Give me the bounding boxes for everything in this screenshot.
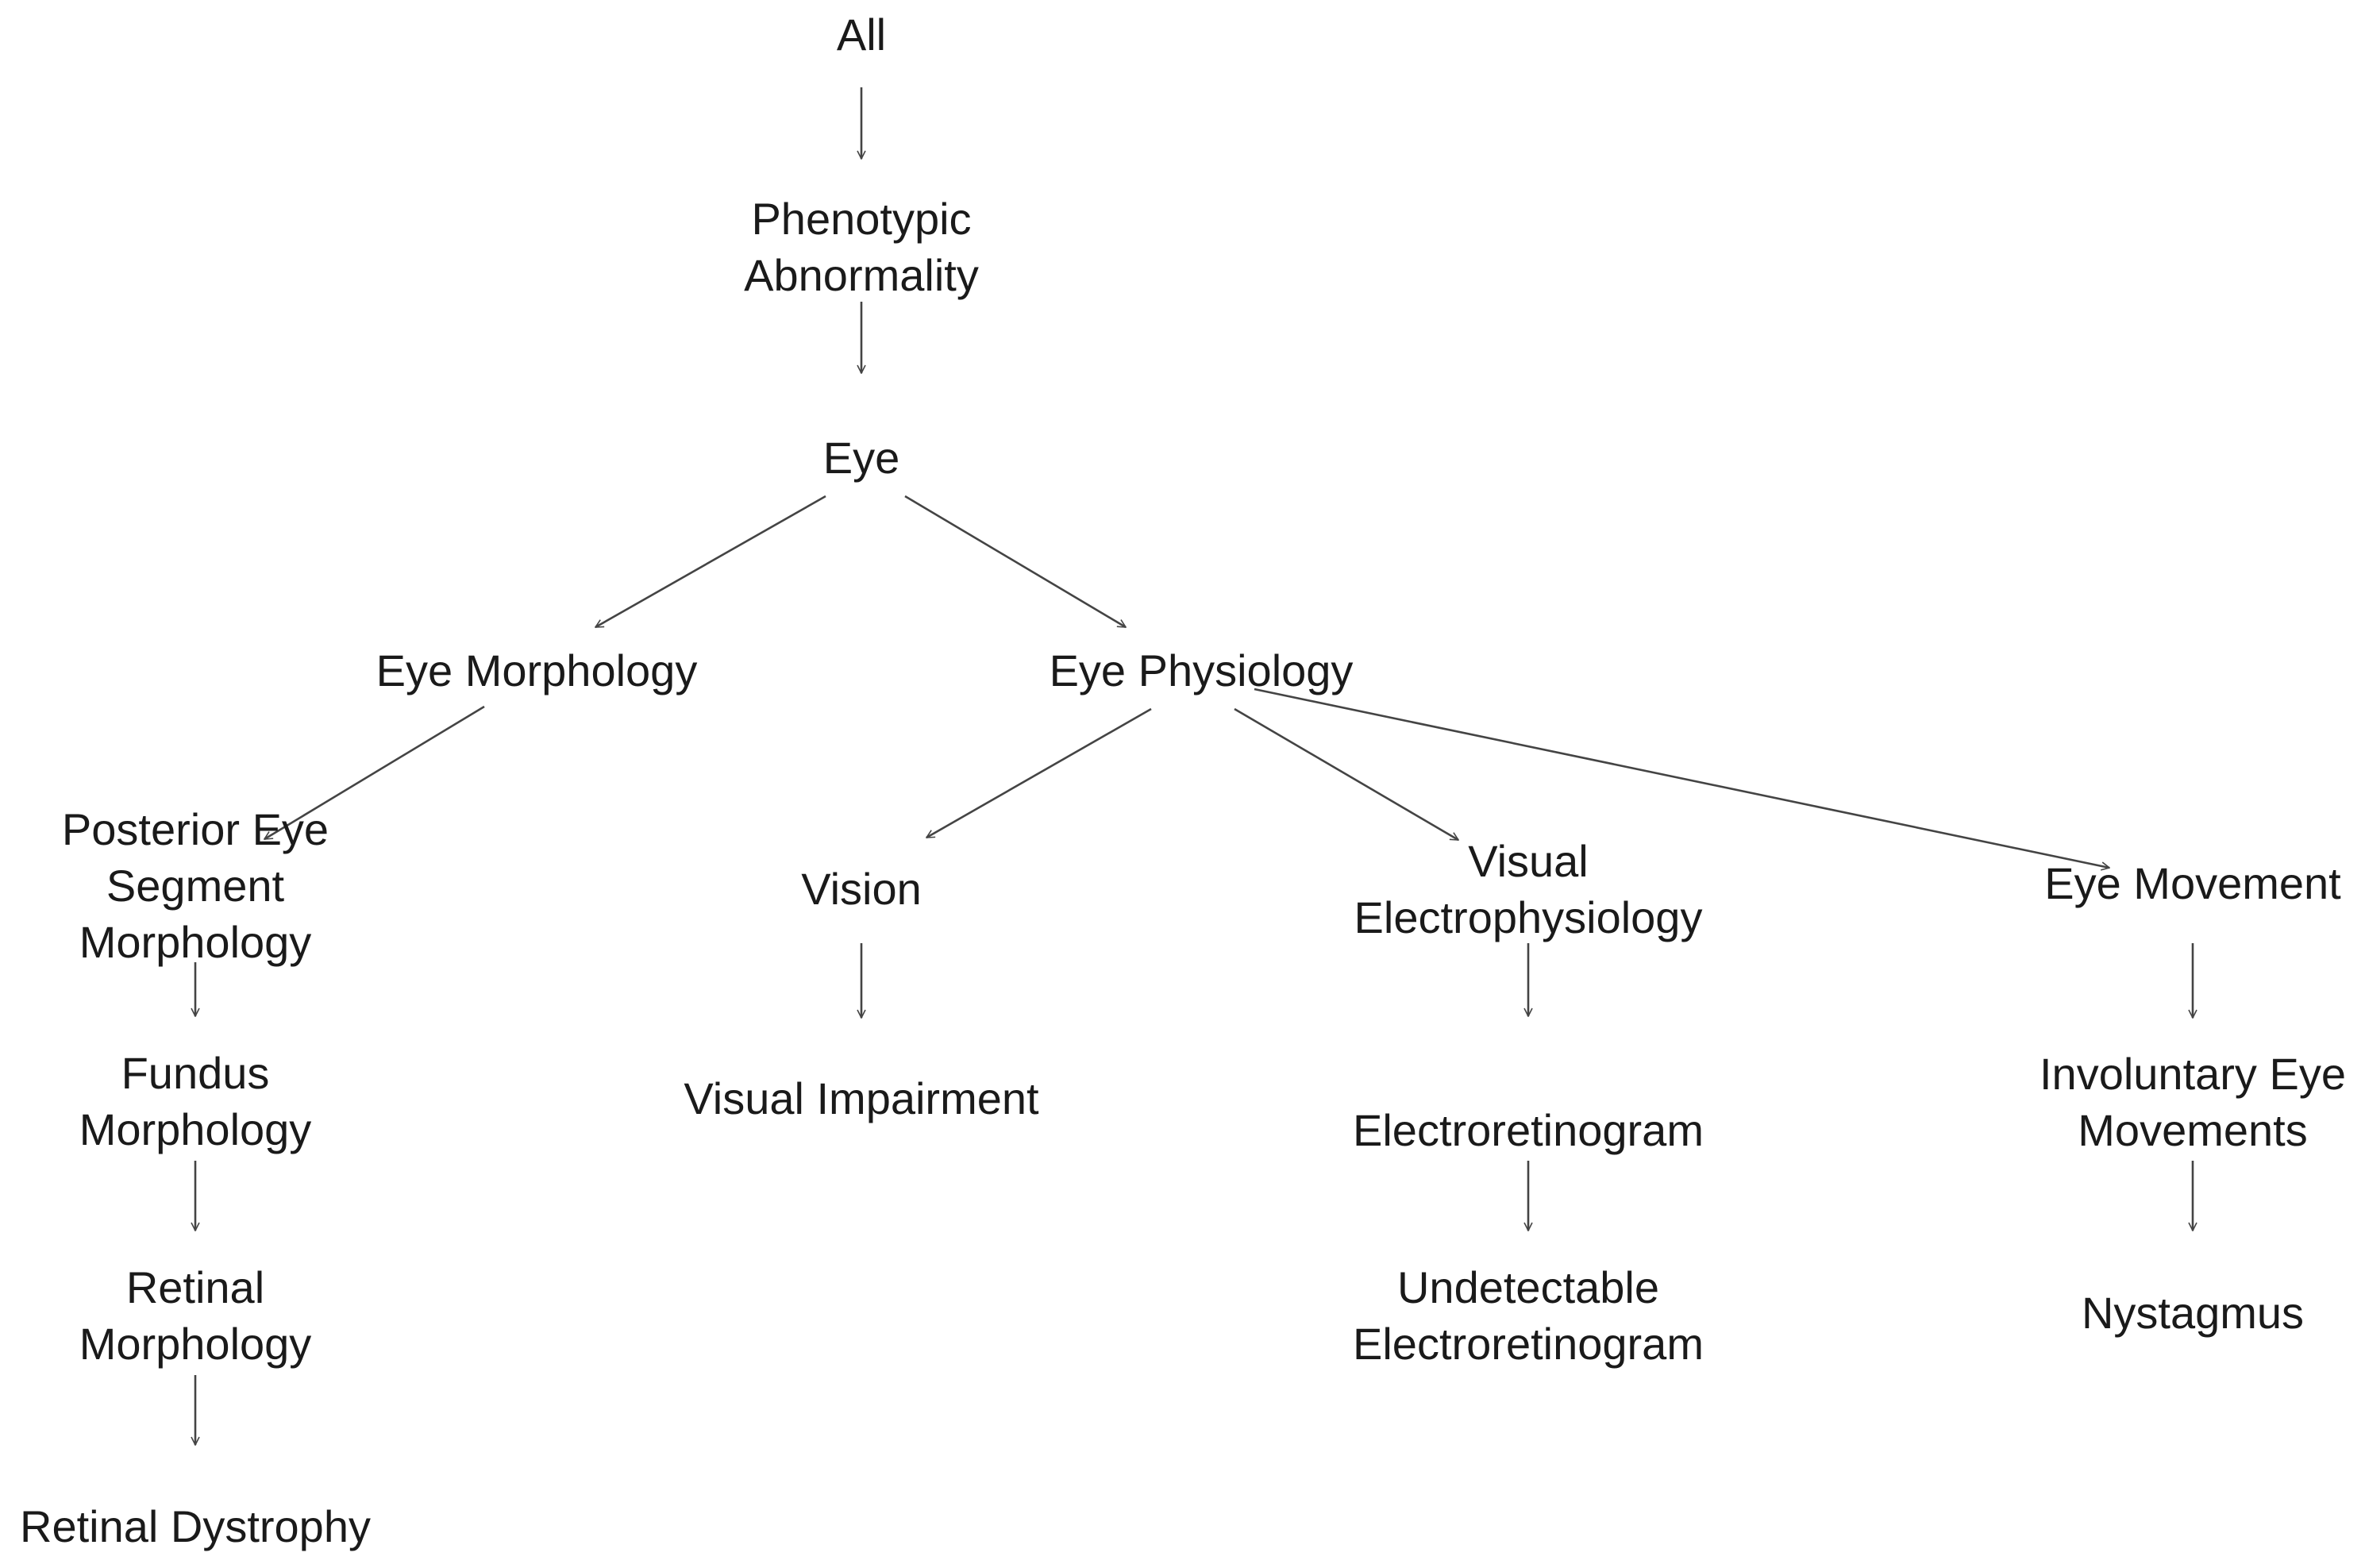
edge-eye-to-eye-physiology — [904, 495, 1126, 629]
node-label-line: Eye Movement — [2044, 858, 2341, 908]
node-eye-movement: Eye Movement — [2044, 858, 2341, 908]
node-label-line: Movements — [2078, 1105, 2307, 1155]
node-label-line: Electrophysiology — [1354, 892, 1703, 942]
edge-eye-physiology-to-visual-electrophysiology — [1234, 707, 1458, 842]
node-label-line: Posterior Eye — [62, 804, 329, 854]
node-all: All — [837, 10, 886, 60]
node-label-line: Abnormality — [744, 250, 979, 300]
node-eye-physiology: Eye Physiology — [1050, 645, 1354, 695]
node-vision: Vision — [801, 864, 922, 914]
node-label-line: Morphology — [79, 917, 312, 967]
node-retinal-dystrophy: Retinal Dystrophy — [20, 1501, 371, 1551]
node-label-line: Morphology — [79, 1319, 312, 1369]
node-label-line: Electroretinogram — [1353, 1105, 1704, 1155]
node-label-line: Electroretinogram — [1353, 1319, 1704, 1369]
node-eye-morphology: Eye Morphology — [376, 645, 698, 695]
node-visual-impairment: Visual Impairment — [684, 1073, 1039, 1123]
edge-eye-physiology-to-vision — [926, 707, 1152, 839]
node-label-line: Eye Physiology — [1050, 645, 1354, 695]
node-label-line: Undetectable — [1397, 1262, 1659, 1312]
node-label-line: Visual — [1468, 836, 1589, 886]
node-label-line: Phenotypic — [751, 194, 971, 244]
node-label-line: Eye Morphology — [376, 645, 698, 695]
node-label-line: Retinal Dystrophy — [20, 1501, 371, 1551]
node-label-line: Vision — [801, 864, 922, 914]
node-label-line: Visual Impairment — [684, 1073, 1039, 1123]
node-electroretinogram: Electroretinogram — [1353, 1105, 1704, 1155]
edge-eye-physiology-to-eye-movement — [1254, 688, 2109, 868]
node-label-line: Eye — [823, 433, 900, 483]
edge-eye-morphology-to-posterior-eye-segment-morphology — [264, 705, 485, 841]
edge-eye-to-eye-morphology — [595, 495, 826, 629]
node-nystagmus: Nystagmus — [2082, 1288, 2304, 1338]
node-label-line: Retinal — [126, 1262, 264, 1312]
node-label-line: Nystagmus — [2082, 1288, 2304, 1338]
node-label-line: Fundus — [121, 1048, 270, 1098]
node-eye: Eye — [823, 433, 900, 483]
node-label-line: All — [837, 10, 886, 60]
node-label-line: Morphology — [79, 1104, 312, 1154]
node-label-line: Involuntary Eye — [2040, 1049, 2346, 1099]
edge-layer — [195, 87, 2193, 1445]
node-label-line: Segment — [106, 861, 285, 911]
